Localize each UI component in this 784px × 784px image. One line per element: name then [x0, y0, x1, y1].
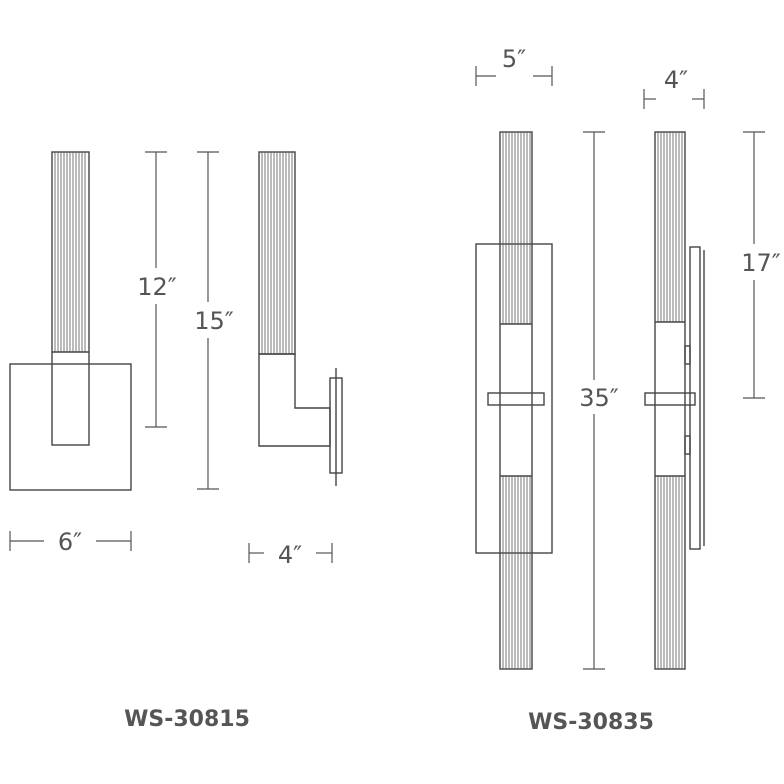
ws-30815-side-arm — [258, 353, 331, 447]
ws-30835-extension-dimension: 4″ — [643, 66, 705, 109]
ws-30815-extension-dimension: 4″ — [248, 541, 333, 569]
ws-30835-model-label: WS-30835 — [528, 710, 654, 735]
ws-30815-backplate — [9, 363, 132, 491]
ws-30835-front-view — [475, 131, 553, 670]
ws-30835-side-view — [644, 131, 705, 670]
ws-30815-width-label: 6″ — [58, 528, 82, 556]
ws-30835-side-center-band — [644, 392, 696, 406]
ws-30835-width-label: 5″ — [502, 45, 526, 73]
ws-30815-overall-height-label: 15″ — [194, 307, 234, 335]
ws-30835-body — [499, 131, 533, 670]
ws-30835-width-dimension: 5″ — [475, 45, 553, 86]
ws-30835-overall-height-label: 35″ — [579, 384, 619, 412]
ws-30835-side-mount-plate — [689, 246, 701, 550]
ws-30835-center-band — [487, 392, 545, 406]
ws-30815-glass-height-label: 12″ — [137, 273, 177, 301]
ws-30835-half-height-dimension: 17″ — [741, 131, 781, 399]
ws-30815-model-label: WS-30815 — [124, 707, 250, 732]
ws-30835-overall-height-dimension: 35″ — [579, 131, 619, 670]
ws-30815-side-view — [258, 151, 343, 486]
ws-30815-width-dimension: 6″ — [9, 528, 132, 556]
ws-30835-side-lower-fluting — [657, 476, 683, 669]
ws-30815-overall-height-dimension: 15″ — [194, 151, 234, 490]
ws-30835-upper-fluted-glass — [502, 132, 531, 324]
ws-30815-side-fluting — [261, 152, 293, 354]
ws-30835-side-upper-fluting — [657, 132, 683, 322]
ws-30815-glass-height-dimension: 12″ — [137, 151, 177, 428]
ws-30815-fluted-glass — [54, 152, 86, 352]
ws-30815-extension-label: 4″ — [278, 541, 302, 569]
ws-30835-extension-label: 4″ — [664, 66, 688, 94]
ws-30835-lower-fluted-glass — [502, 476, 531, 669]
ws-30835-half-height-label: 17″ — [741, 249, 781, 277]
ws-30815-front-view — [9, 151, 132, 491]
ws-30815-body — [51, 151, 90, 446]
ws-30835-backplate — [475, 243, 553, 554]
